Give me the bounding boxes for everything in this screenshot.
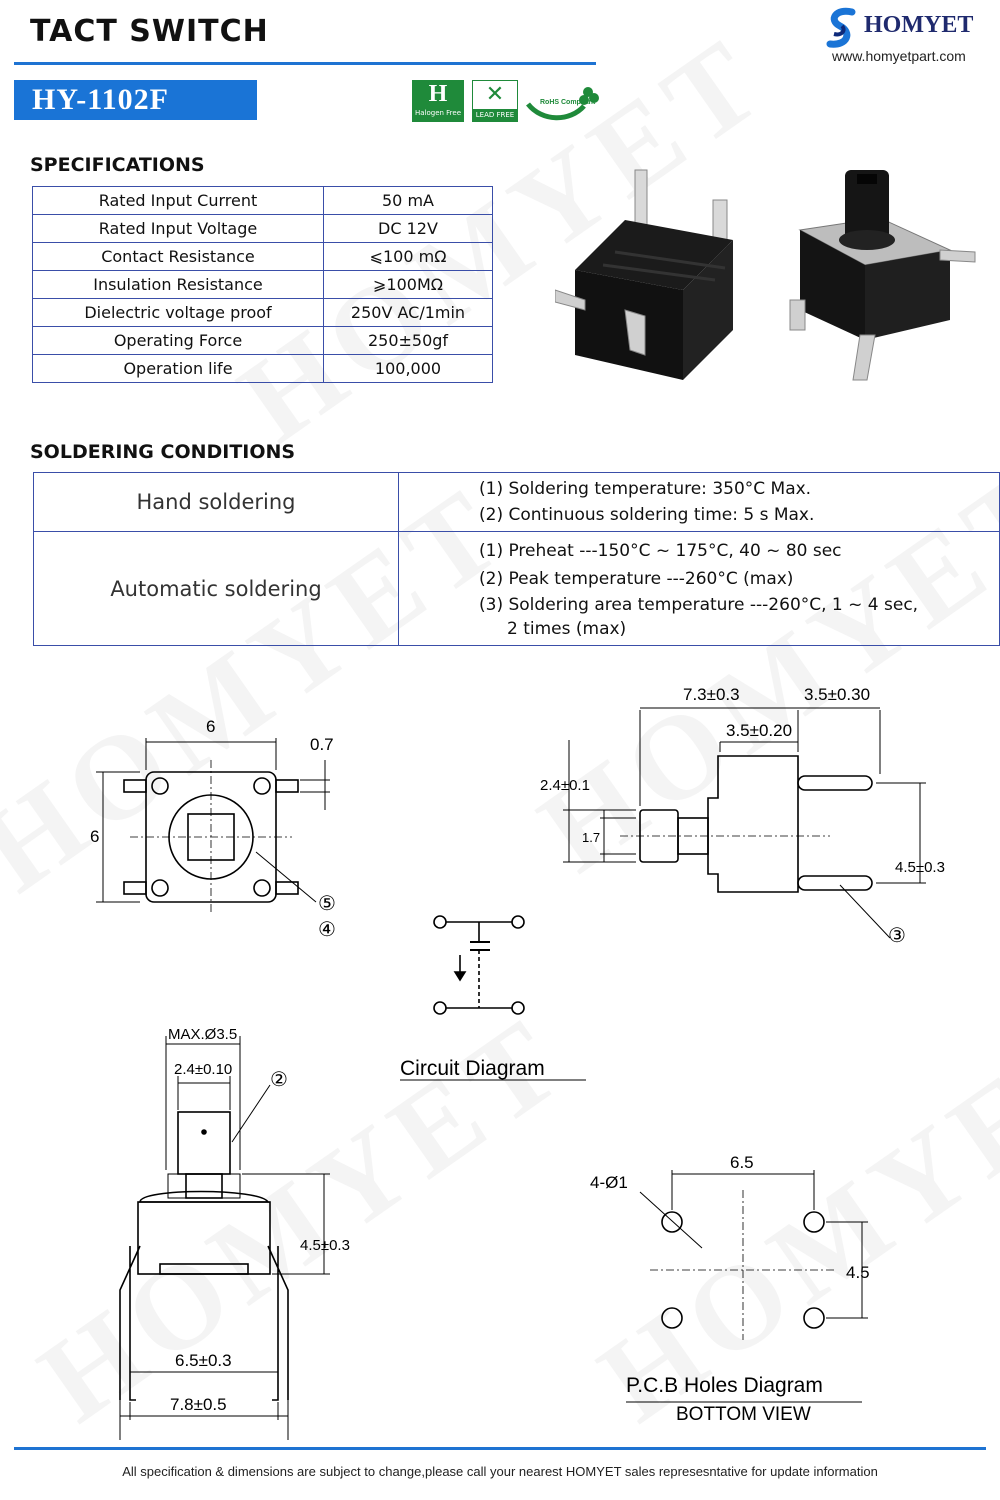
- switch-bottom-image: [555, 169, 733, 380]
- spec-key: Operation life: [32, 354, 324, 383]
- side-dim-d: 2.4±0.1: [540, 777, 590, 794]
- auto-line: 2 times (max): [507, 618, 627, 639]
- auto-line: (1) Preheat ---150°C ~ 175°C, 40 ~ 80 se…: [479, 540, 842, 561]
- auto-soldering-values: (1) Preheat ---150°C ~ 175°C, 40 ~ 80 se…: [398, 531, 1000, 646]
- spec-value: 50 mA: [323, 186, 493, 215]
- hand-soldering-values: (1) Soldering temperature: 350°C Max. (2…: [398, 472, 1000, 532]
- pcb-dim-a: 6.5: [730, 1153, 754, 1172]
- soldering-heading: SOLDERING CONDITIONS: [30, 441, 296, 463]
- front-dim-d: 6.5±0.3: [175, 1351, 232, 1370]
- rohs-label: RoHS Compliant: [540, 99, 596, 106]
- footer-text: All specification & dimensions are subje…: [122, 1464, 878, 1479]
- spec-key: Insulation Resistance: [32, 270, 324, 299]
- auto-soldering-label: Automatic soldering: [33, 531, 399, 646]
- hand-soldering-label: Hand soldering: [33, 472, 399, 532]
- switch-top-image: [789, 170, 976, 381]
- side-dim-c: 3.5±0.20: [726, 721, 792, 740]
- callout-3: ③: [888, 925, 906, 947]
- website: www.homyetpart.com: [832, 48, 966, 64]
- circuit-diagram: [400, 915, 586, 1081]
- halogen-free-icon: H Halogen Free: [412, 80, 464, 122]
- brand-logo: HOMYET www.homyetpart.com: [822, 6, 992, 66]
- auto-line: (2) Peak temperature ---260°C (max): [479, 568, 794, 589]
- callout-2: ②: [270, 1069, 288, 1091]
- rohs-icon: RoHS Compliant: [524, 82, 600, 122]
- soldering-row-auto: Automatic soldering (1) Preheat ---150°C…: [33, 531, 1000, 646]
- spec-value: ⩽100 mΩ: [323, 242, 493, 271]
- side-view-drawing: [563, 707, 926, 939]
- pcb-subcaption: BOTTOM VIEW: [676, 1404, 811, 1425]
- specifications-heading: SPECIFICATIONS: [30, 154, 205, 176]
- spec-key: Rated Input Current: [32, 186, 324, 215]
- pcb-dim-b: 4.5: [846, 1263, 870, 1282]
- brand-name: HOMYET: [864, 12, 974, 38]
- spec-value: 250±50gf: [323, 326, 493, 355]
- callout-5: ⑤: [318, 893, 336, 915]
- hand-line: (2) Continuous soldering time: 5 s Max.: [479, 505, 815, 525]
- soldering-table: Hand soldering (1) Soldering temperature…: [33, 472, 1000, 646]
- technical-drawings: 6 6 0.7 ⑤ ④ 7.3±0.3 3.5±0.30 3.5±0.20 2.…: [90, 685, 945, 1440]
- spec-key: Rated Input Voltage: [32, 214, 324, 243]
- top-width-label: 6: [206, 717, 215, 736]
- front-dim-b: 2.4±0.10: [174, 1061, 232, 1078]
- spec-value: ⩾100MΩ: [323, 270, 493, 299]
- lead-free-label: LEAD FREE: [473, 109, 517, 121]
- spec-value: DC 12V: [323, 214, 493, 243]
- pcb-holes-label: 4-Ø1: [590, 1173, 628, 1192]
- top-pin-label: 0.7: [310, 735, 334, 754]
- brand-logo-icon: [826, 7, 856, 48]
- spec-key: Contact Resistance: [32, 242, 324, 271]
- page-title: TACT SWITCH: [30, 14, 269, 49]
- callout-4: ④: [318, 919, 336, 941]
- pcb-caption: P.C.B Holes Diagram: [626, 1374, 823, 1397]
- front-dim-a: MAX.Ø3.5: [168, 1026, 237, 1043]
- top-view-drawing: [96, 738, 330, 914]
- spec-row: Contact Resistance⩽100 mΩ: [32, 242, 493, 271]
- halogen-free-label: Halogen Free: [414, 109, 462, 117]
- auto-line: (3) Soldering area temperature ---260°C,…: [479, 594, 919, 615]
- front-dim-e: 7.8±0.5: [170, 1395, 227, 1414]
- spec-key: Operating Force: [32, 326, 324, 355]
- footer-rule: [14, 1447, 986, 1450]
- side-dim-f: 4.5±0.3: [895, 859, 945, 876]
- lead-free-icon: ✕ LEAD FREE: [472, 80, 518, 122]
- spec-row: Insulation Resistance⩾100MΩ: [32, 270, 493, 299]
- top-height-label: 6: [90, 827, 99, 846]
- side-dim-b: 3.5±0.30: [804, 685, 870, 704]
- pcb-holes-drawing: [626, 1170, 868, 1403]
- product-photo: [555, 169, 976, 381]
- front-dim-c: 4.5±0.3: [300, 1237, 350, 1254]
- hand-line: (1) Soldering temperature: 350°C Max.: [479, 479, 812, 499]
- header-rule: [14, 62, 596, 65]
- front-view-drawing: [119, 1036, 330, 1440]
- badges: H Halogen Free ✕ LEAD FREE RoHS Complian…: [412, 80, 612, 124]
- spec-value: 250V AC/1min: [323, 298, 493, 327]
- spec-value: 100,000: [323, 354, 493, 383]
- soldering-row-hand: Hand soldering (1) Soldering temperature…: [33, 472, 1000, 532]
- side-dim-a: 7.3±0.3: [683, 685, 740, 704]
- circuit-caption: Circuit Diagram: [400, 1057, 545, 1080]
- spec-key: Dielectric voltage proof: [32, 298, 324, 327]
- side-dim-e: 1.7: [582, 830, 600, 845]
- part-number: HY-1102F: [14, 80, 257, 120]
